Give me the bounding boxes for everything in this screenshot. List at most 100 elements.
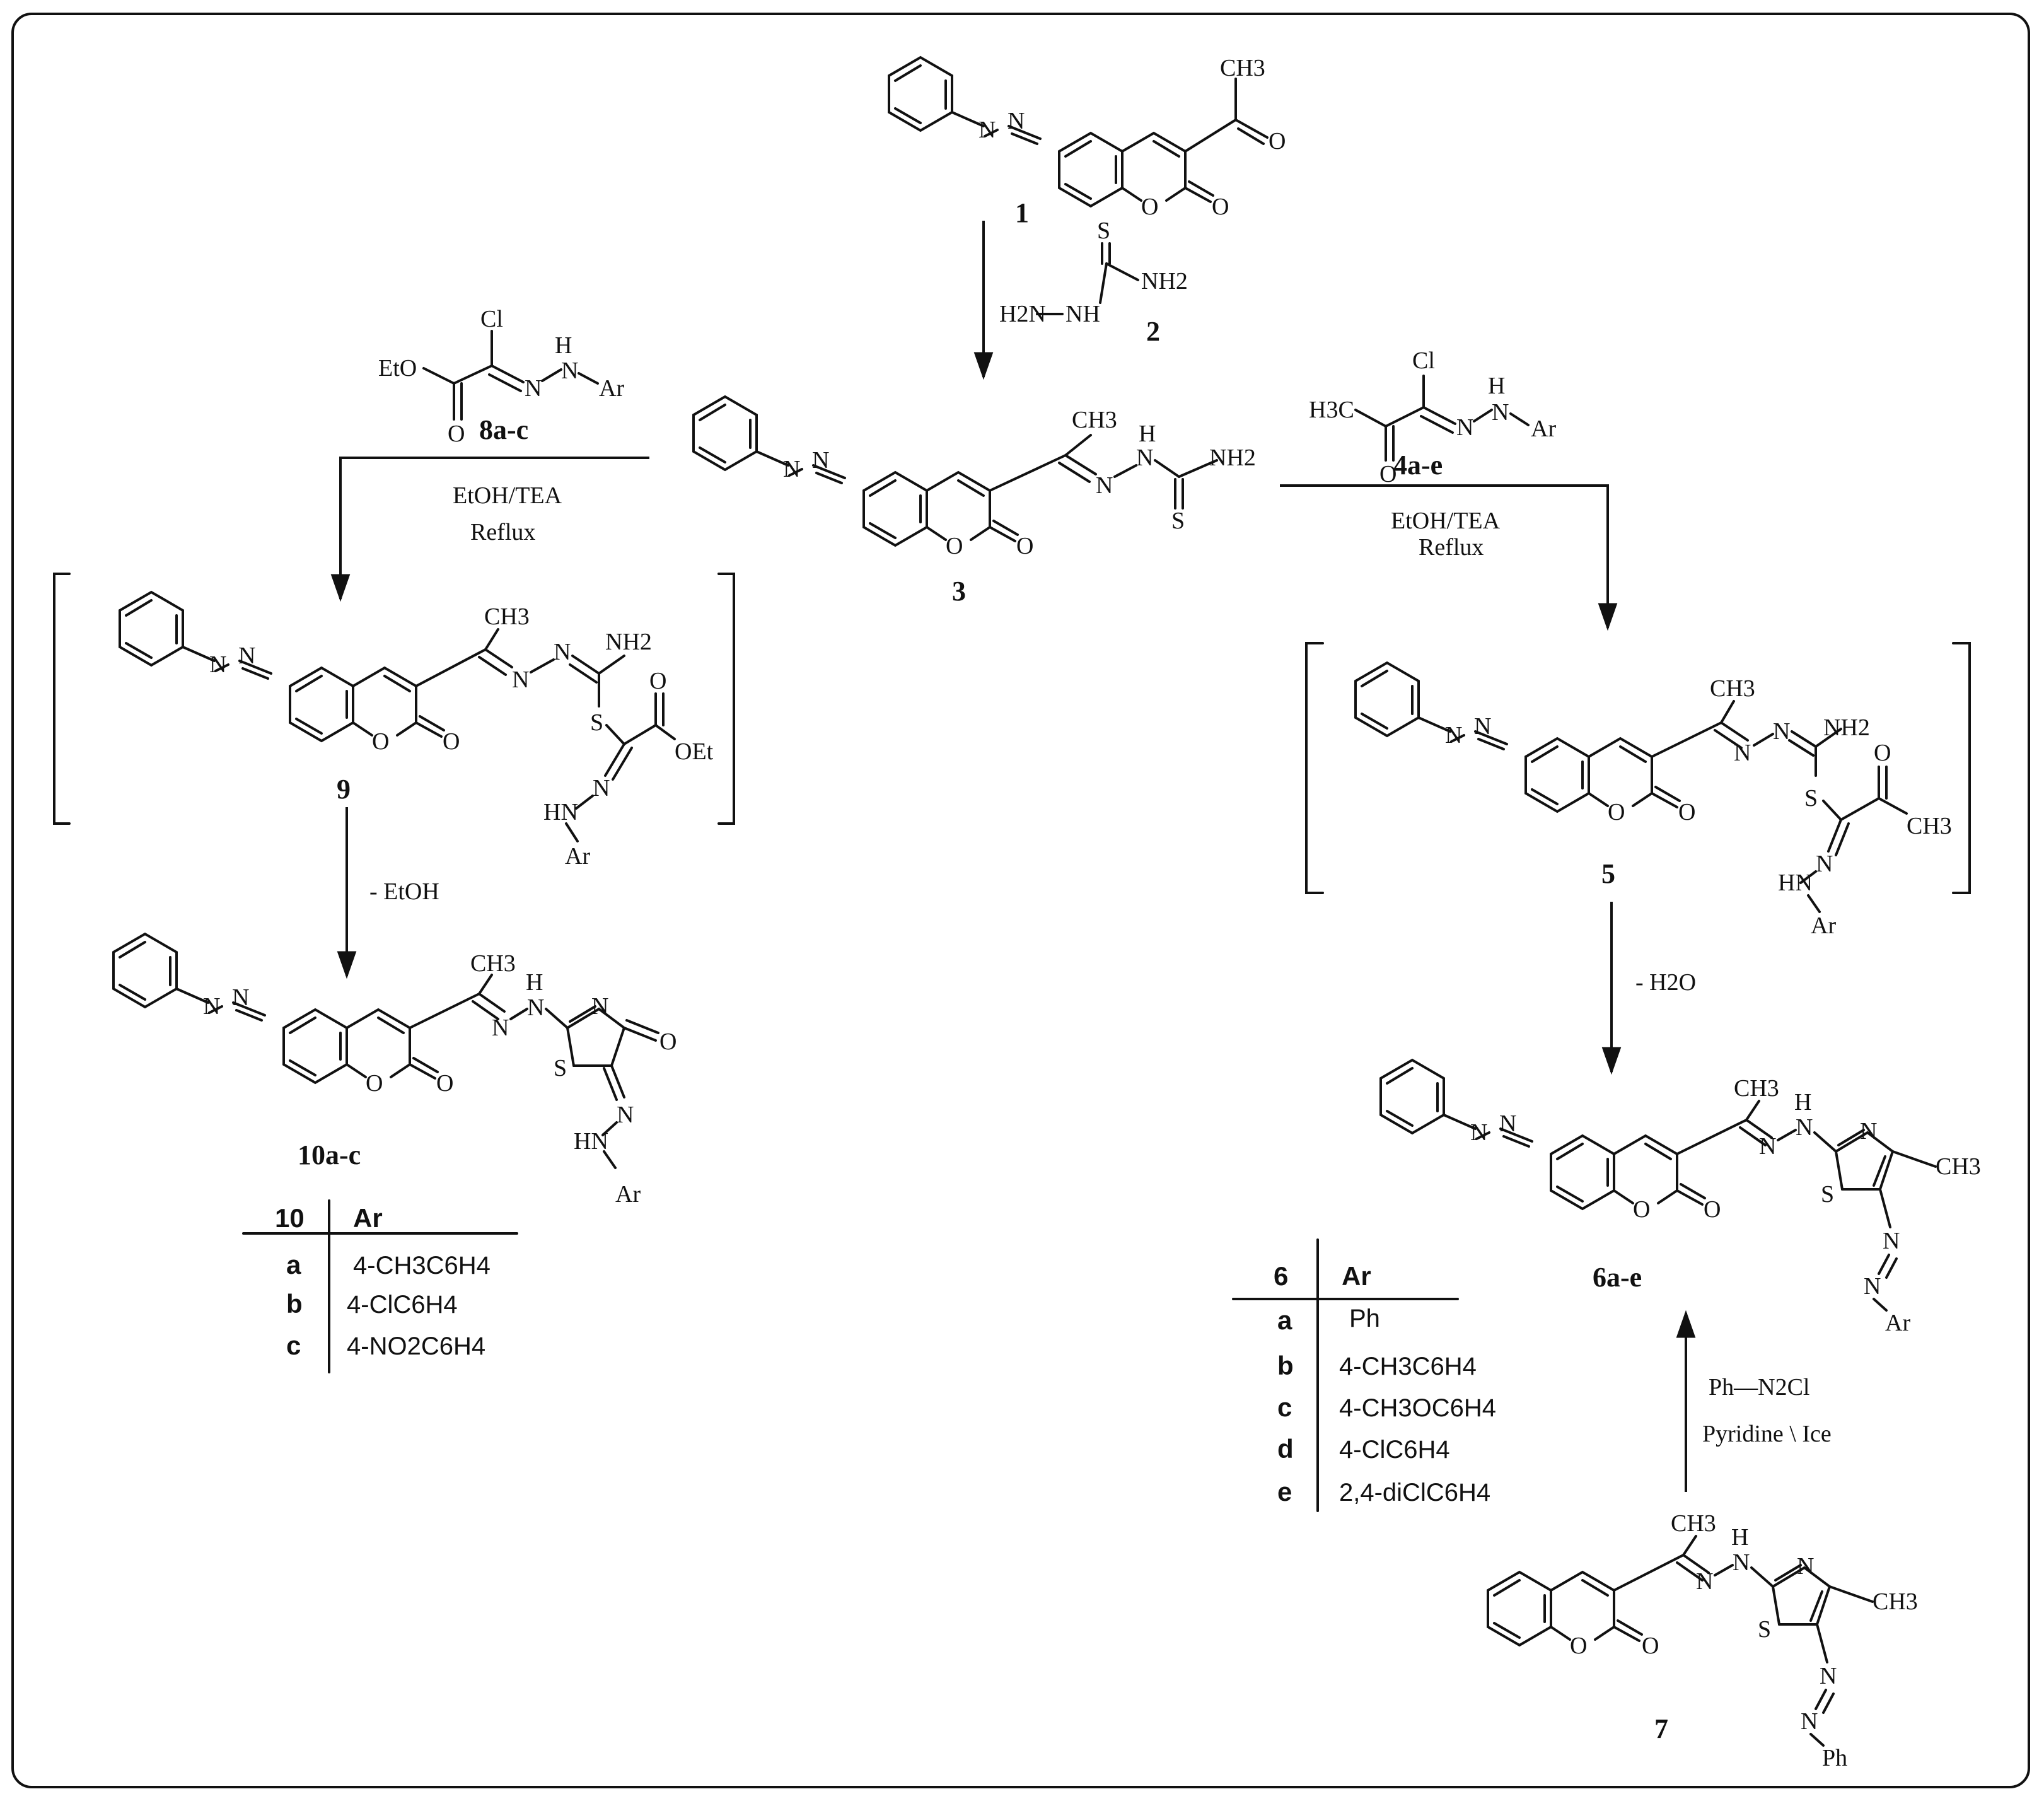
table-6: 6 Ar a Ph b 4-CH3C6H4 c 4-CH3OC6H4 d 4-C… <box>1232 1238 1496 1512</box>
intermediate-9-label: 9 <box>337 774 351 805</box>
svg-text:N: N <box>1816 851 1833 877</box>
table-6-row-c-val: 4-CH3OC6H4 <box>1339 1394 1496 1422</box>
svg-text:- H2O: - H2O <box>1635 969 1696 996</box>
compound-1: O CH3 1 <box>888 55 1286 228</box>
svg-text:CH3: CH3 <box>1873 1588 1918 1615</box>
compound-3-label: 3 <box>952 576 966 607</box>
arrow-3-to-5 <box>1280 484 1618 631</box>
svg-text:CH3: CH3 <box>1907 813 1952 839</box>
table-10: 10 Ar a 4-CH3C6H4 b 4-ClC6H4 c 4-NO2C6H4 <box>242 1199 518 1373</box>
svg-text:N: N <box>1820 1663 1837 1689</box>
svg-text:Cl: Cl <box>1412 347 1435 374</box>
table-10-row-c-key: c <box>286 1331 301 1360</box>
svg-text:Ph—N2Cl: Ph—N2Cl <box>1709 1374 1809 1401</box>
table-10-row-b-val: 4-ClC6H4 <box>347 1291 458 1319</box>
svg-text:OEt: OEt <box>675 738 714 765</box>
svg-text:O: O <box>448 421 465 447</box>
svg-text:Cl: Cl <box>480 306 503 332</box>
svg-text:H: H <box>555 332 572 359</box>
svg-text:Reflux: Reflux <box>470 519 535 545</box>
svg-text:Ar: Ar <box>1531 416 1556 442</box>
svg-text:- EtOH: - EtOH <box>369 878 439 905</box>
compound-7-label: 7 <box>1654 1713 1668 1744</box>
svg-text:CH3: CH3 <box>484 603 530 630</box>
svg-text:N: N <box>1733 1549 1750 1576</box>
svg-text:N: N <box>617 1102 634 1128</box>
svg-text:O: O <box>1874 740 1891 766</box>
svg-text:Ph: Ph <box>1822 1745 1847 1771</box>
compound-1-ch3: CH3 <box>1220 55 1265 81</box>
svg-text:H: H <box>1794 1089 1811 1116</box>
table-10-row-b-key: b <box>286 1289 303 1319</box>
compound-3: CH3 N N H NH2 S 3 <box>692 395 1256 607</box>
svg-text:CH3: CH3 <box>1710 675 1755 702</box>
svg-text:N: N <box>512 667 529 693</box>
svg-text:Pyridine \ Ice: Pyridine \ Ice <box>1702 1421 1832 1447</box>
compound-10-label: 10a-c <box>298 1139 361 1170</box>
svg-text:NH2: NH2 <box>605 629 652 655</box>
svg-text:N: N <box>1860 1118 1877 1145</box>
compound-6-label: 6a-e <box>1593 1262 1642 1293</box>
svg-text:NH2: NH2 <box>1823 714 1870 741</box>
intermediate-5: CH3 N N NH2 S O CH3 N HN Ar 5 <box>1305 642 1971 939</box>
table-10-row-c-val: 4-NO2C6H4 <box>347 1332 485 1360</box>
table-6-row-a-val: Ph <box>1349 1305 1380 1332</box>
svg-text:N: N <box>1096 472 1113 499</box>
svg-text:N: N <box>1773 718 1790 745</box>
svg-text:CH3: CH3 <box>1936 1153 1981 1180</box>
table-6-row-b-key: b <box>1277 1351 1294 1380</box>
svg-text:Ar: Ar <box>599 375 624 402</box>
compound-10: CH3 N N H N S O N HN Ar 10a-c <box>112 933 676 1208</box>
compound-2-h2n: H2N <box>999 301 1046 327</box>
svg-text:H: H <box>1731 1524 1748 1551</box>
svg-text:Ar: Ar <box>1885 1310 1910 1336</box>
compound-2-nh: NH <box>1066 301 1100 327</box>
svg-text:HN: HN <box>574 1128 608 1155</box>
table-6-header-num: 6 <box>1274 1261 1288 1291</box>
svg-text:O: O <box>649 668 666 694</box>
table-6-header-ar: Ar <box>1342 1261 1371 1291</box>
svg-text:S: S <box>1171 508 1185 534</box>
svg-text:HN: HN <box>1778 870 1813 896</box>
svg-text:H: H <box>1488 373 1505 399</box>
svg-text:S: S <box>1821 1181 1834 1208</box>
compound-2: S NH2 NH H2N 2 <box>999 218 1188 347</box>
svg-text:N: N <box>554 639 571 665</box>
svg-text:N: N <box>492 1015 509 1041</box>
reagent-4: H3C O Cl N N H Ar 4a-e <box>1309 347 1556 487</box>
svg-text:N: N <box>561 358 578 384</box>
arrow-3-to-9 <box>330 457 649 602</box>
svg-text:O: O <box>1642 1633 1659 1659</box>
compound-2-label: 2 <box>1146 316 1160 347</box>
svg-text:N: N <box>1801 1708 1818 1735</box>
table-6-row-b-val: 4-CH3C6H4 <box>1339 1353 1477 1380</box>
svg-text:O: O <box>659 1028 676 1055</box>
svg-text:N: N <box>1797 1553 1814 1580</box>
svg-text:NH2: NH2 <box>1209 445 1256 471</box>
intermediate-5-label: 5 <box>1601 858 1615 889</box>
svg-text:N: N <box>1136 445 1153 471</box>
svg-text:CH3: CH3 <box>470 950 516 977</box>
table-10-header-ar: Ar <box>353 1203 383 1233</box>
svg-text:S: S <box>1804 785 1818 812</box>
svg-text:Ar: Ar <box>565 843 590 870</box>
table-10-header-num: 10 <box>275 1203 305 1233</box>
table-6-row-e-val: 2,4-diClC6H4 <box>1339 1479 1490 1506</box>
svg-text:CH3: CH3 <box>1072 407 1117 433</box>
reagent-8: EtO O Cl N N H Ar 8a-c <box>378 306 624 447</box>
svg-text:N: N <box>593 775 610 801</box>
svg-text:N: N <box>1864 1273 1881 1300</box>
table-6-row-d-key: d <box>1277 1434 1294 1464</box>
scheme-frame <box>11 13 2030 1788</box>
svg-text:CH3: CH3 <box>1734 1075 1779 1102</box>
svg-text:O: O <box>1269 128 1286 154</box>
svg-text:S: S <box>1758 1616 1771 1643</box>
table-10-row-a-key: a <box>286 1250 301 1279</box>
svg-text:N: N <box>591 993 608 1020</box>
table-6-row-a-key: a <box>1277 1305 1292 1335</box>
svg-text:N: N <box>1492 399 1509 426</box>
svg-text:EtOH/TEA: EtOH/TEA <box>1391 508 1501 534</box>
svg-text:N: N <box>1759 1133 1776 1160</box>
